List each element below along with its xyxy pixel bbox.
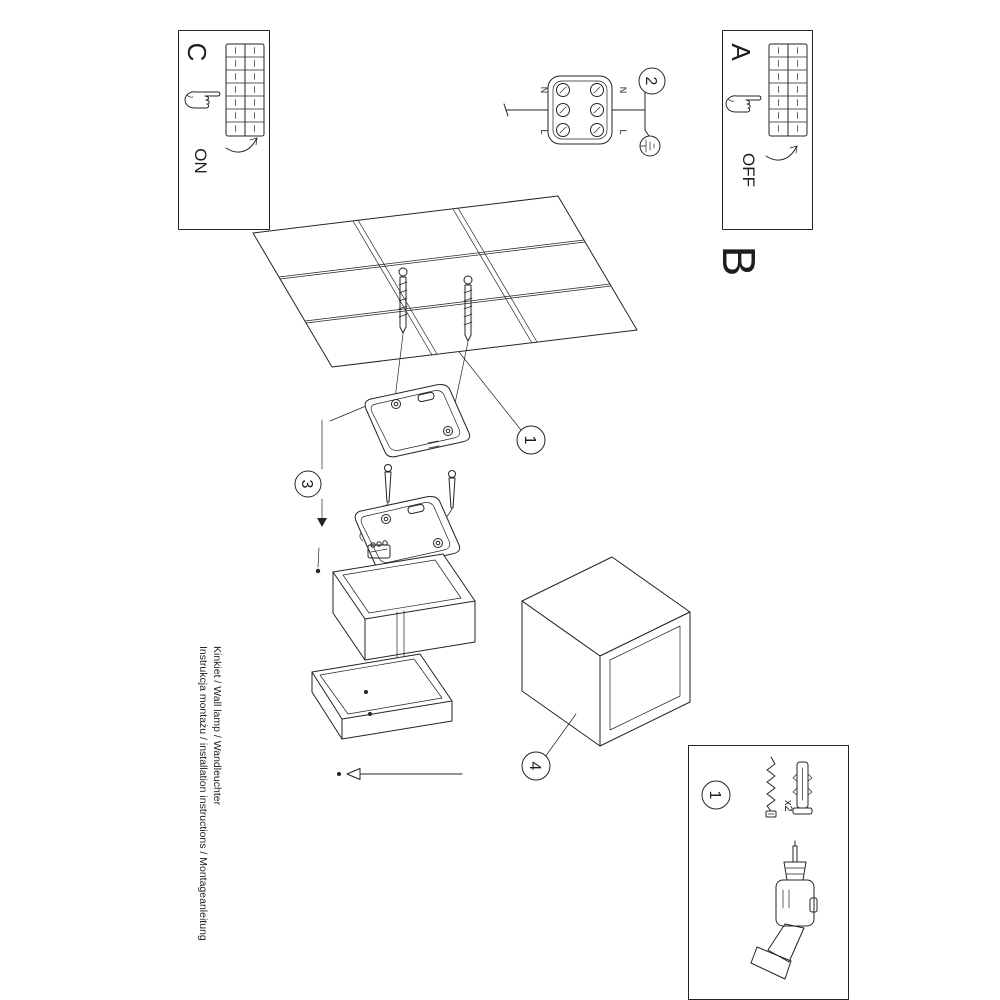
breaker-panel-icon (225, 43, 265, 137)
step-3-number: 3 (298, 480, 315, 489)
lamp-body-cube-illustration (521, 556, 691, 747)
power-off-box: A OFF (722, 30, 813, 230)
terminal-block (547, 75, 613, 145)
step-4-number: 4 (526, 762, 543, 771)
screw-quantity-label: x2 (782, 800, 794, 812)
drill-icon (750, 840, 818, 980)
power-on-box: C ON (178, 30, 270, 230)
terminal-label-n: N (618, 87, 628, 94)
wiring-diagram: N L N L 2 (503, 67, 666, 157)
terminal-label-l: L (618, 129, 628, 134)
pointing-hand-icon (184, 91, 221, 109)
mounting-bracket-illustration (329, 384, 471, 458)
step-1-badge: 1 (458, 351, 546, 455)
on-label: ON (191, 148, 210, 174)
lower-bracket-illustration (354, 496, 461, 570)
step-1-number: 1 (521, 436, 538, 445)
footer-instructions-text: Instrukcja montażu / installation instru… (197, 646, 209, 941)
lamp-frame-illustration (332, 553, 476, 667)
step-2-number: 2 (642, 77, 659, 86)
mounting-screw-icon (765, 756, 777, 818)
off-label: OFF (739, 153, 758, 187)
pointing-hand-icon (725, 95, 762, 113)
terminal-label-l: L (539, 129, 549, 134)
bracket-screw-icon (445, 470, 456, 519)
terminal-block-small-icon (359, 532, 391, 559)
footer-product-text: Kinkiet / Wall lamp / Wandleuchter (211, 646, 223, 806)
tile-wall-illustration (252, 195, 638, 368)
step-2-badge: 2 (638, 67, 666, 95)
section-letter-a: A (726, 43, 756, 61)
parts-step-badge: 1 (701, 780, 731, 810)
step-4-badge: 4 (521, 713, 577, 781)
wall-plug-icon (792, 761, 813, 815)
parts-box: 1 x2 (688, 745, 849, 1000)
toggle-arrow-icon (225, 137, 258, 153)
toggle-arrow-icon (765, 145, 798, 161)
step-3-badge: 3 (294, 419, 327, 574)
terminal-label-n: N (539, 87, 549, 94)
assembly-direction-arrow (337, 768, 463, 780)
wall-screw-icon (394, 267, 408, 400)
section-letter-b: B (713, 246, 765, 277)
breaker-panel-icon (768, 43, 808, 137)
lamp-housing-illustration (311, 653, 453, 740)
parts-step-number: 1 (706, 791, 723, 800)
section-letter-c: C (182, 43, 212, 62)
ground-symbol-icon (639, 135, 661, 157)
